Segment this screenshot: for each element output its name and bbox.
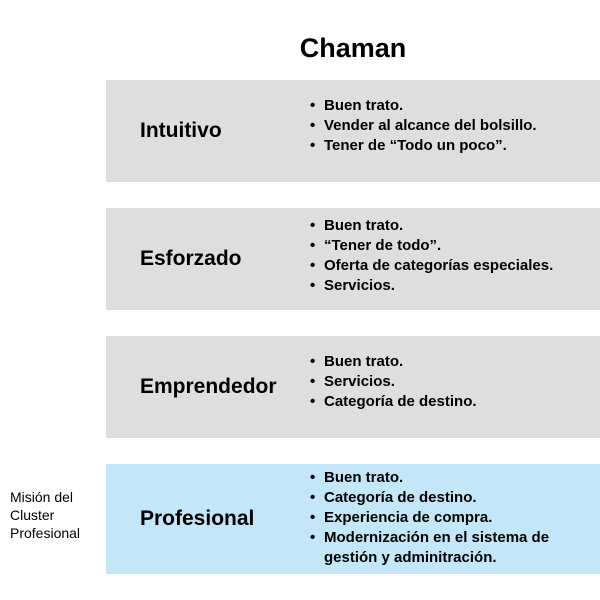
band-name: Intuitivo bbox=[140, 119, 222, 142]
list-item: • Servicios. bbox=[310, 372, 594, 392]
bullet-icon: • bbox=[310, 257, 316, 274]
list-item-text: Servicios. bbox=[324, 373, 395, 390]
list-item: • Servicios. bbox=[310, 276, 594, 296]
list-item-text: “Tener de todo”. bbox=[324, 237, 442, 254]
bullet-icon: • bbox=[310, 137, 316, 154]
list-item: • “Tener de todo”. bbox=[310, 236, 594, 256]
list-item: • Buen trato. bbox=[310, 216, 594, 236]
cluster-mission-label: Misión del Cluster Profesional bbox=[10, 488, 102, 542]
band-emprendedor: Emprendedor • Buen trato. • Servicios. • Ca… bbox=[106, 336, 600, 438]
list-item-text: Buen trato. bbox=[324, 97, 404, 114]
bullet-icon: • bbox=[310, 237, 316, 254]
list-item-text: Vender al alcance del bolsillo. bbox=[324, 117, 537, 134]
list-item-text: Categoría de destino. bbox=[324, 489, 477, 506]
list-item-text: Buen trato. bbox=[324, 353, 404, 370]
bullet-icon: • bbox=[310, 489, 316, 506]
bullet-list: • Buen trato. • Vender al alcance del bols… bbox=[310, 96, 594, 156]
list-item-text: Experiencia de compra. bbox=[324, 509, 493, 526]
list-item-text: Modernización en el sistema de gestión y… bbox=[324, 529, 550, 566]
list-item: • Tener de “Todo un poco”. bbox=[310, 136, 594, 156]
bullet-icon: • bbox=[310, 469, 316, 486]
list-item-text: Buen trato. bbox=[324, 469, 404, 486]
bullet-icon: • bbox=[310, 393, 316, 410]
side-label-line: Misión del bbox=[10, 489, 74, 505]
list-item: • Buen trato. bbox=[310, 96, 594, 116]
list-item-text: Tener de “Todo un poco”. bbox=[324, 137, 507, 154]
bullet-list: • Buen trato. • Categoría de destino. • Exp… bbox=[310, 468, 594, 568]
page-title: Chaman bbox=[299, 33, 407, 63]
list-item: • Categoría de destino. bbox=[310, 488, 594, 508]
bullet-icon: • bbox=[310, 529, 316, 546]
band-name: Emprendedor bbox=[140, 375, 277, 398]
band-name: Profesional bbox=[140, 507, 255, 530]
bullet-icon: • bbox=[310, 117, 316, 134]
list-item: • Buen trato. bbox=[310, 468, 594, 488]
side-label-line: Profesional bbox=[10, 525, 81, 541]
bullet-icon: • bbox=[310, 217, 316, 234]
list-item: • Experiencia de compra. bbox=[310, 508, 594, 528]
side-label-line: Cluster bbox=[10, 507, 55, 523]
list-item-text: Servicios. bbox=[324, 277, 395, 294]
bullet-list: • Buen trato. • “Tener de todo”. • Oferta d… bbox=[310, 216, 594, 296]
list-item-text: Buen trato. bbox=[324, 217, 404, 234]
bullet-icon: • bbox=[310, 97, 316, 114]
bullet-icon: • bbox=[310, 277, 316, 294]
band-profesional: Profesional • Buen trato. • Categoría de d… bbox=[106, 464, 600, 574]
bullet-icon: • bbox=[310, 353, 316, 370]
list-item: • Vender al alcance del bolsillo. bbox=[310, 116, 594, 136]
bullet-icon: • bbox=[310, 373, 316, 390]
list-item: • Modernización en el sistema de gestión … bbox=[310, 528, 594, 568]
list-item-text: Oferta de categorías especiales. bbox=[324, 257, 554, 274]
band-name: Esforzado bbox=[140, 247, 242, 270]
list-item-text: Categoría de destino. bbox=[324, 393, 477, 410]
band-esforzado: Esforzado • Buen trato. • “Tener de todo”.… bbox=[106, 208, 600, 310]
list-item: • Oferta de categorías especiales. bbox=[310, 256, 594, 276]
list-item: • Categoría de destino. bbox=[310, 392, 594, 412]
band-intuitivo: Intuitivo • Buen trato. • Vender al alcanc… bbox=[106, 80, 600, 182]
list-item: • Buen trato. bbox=[310, 352, 594, 372]
bullet-icon: • bbox=[310, 509, 316, 526]
bullet-list: • Buen trato. • Servicios. • Categoría de d… bbox=[310, 352, 594, 412]
